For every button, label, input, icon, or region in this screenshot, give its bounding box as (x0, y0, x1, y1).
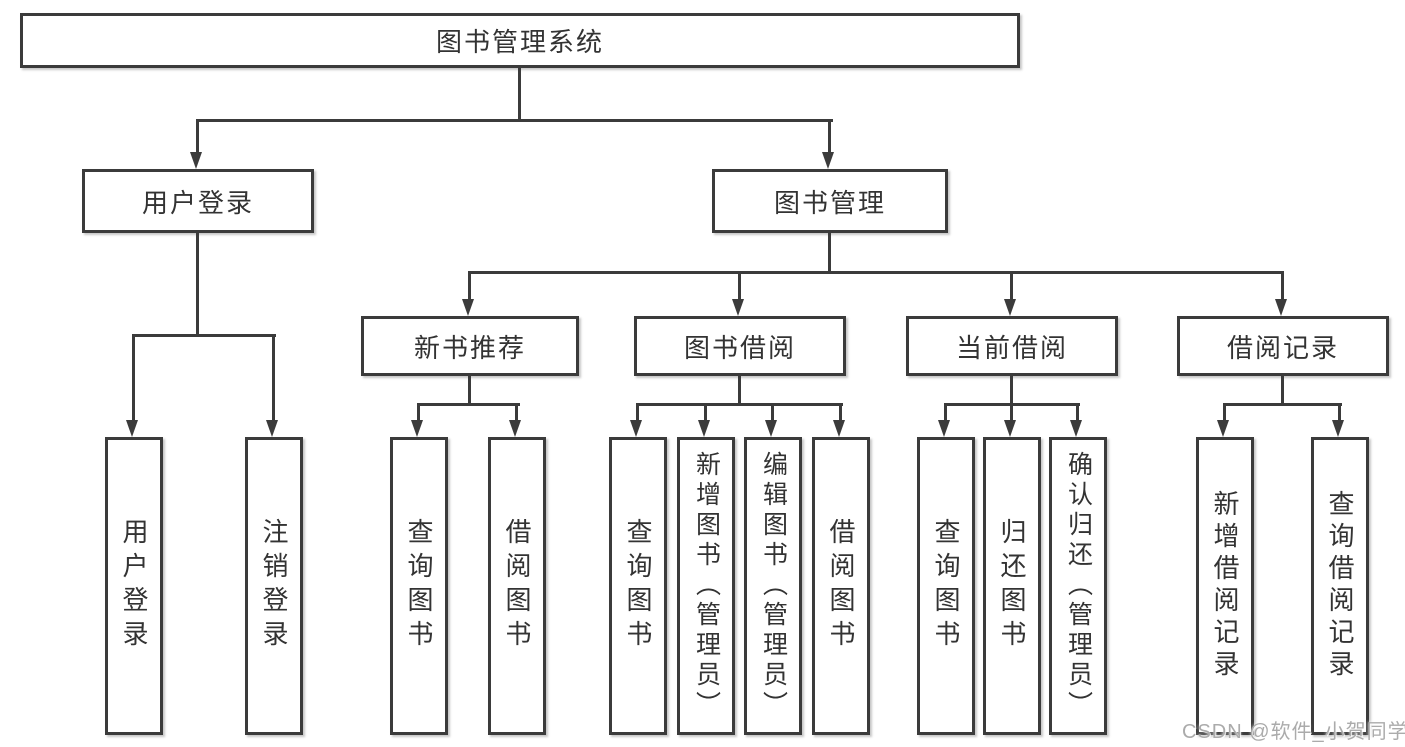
connector-user-login-drop (196, 233, 199, 336)
node-book-borrow: 图书借阅 (634, 316, 846, 376)
connector-new-book-recommend-bus (417, 403, 520, 406)
connector-stub (1338, 403, 1341, 421)
leaf-user-login-label: 用户登录 (119, 518, 149, 654)
connector-to-current-borrow (1010, 271, 1013, 300)
leaf-borrow-books-label: 借阅图书 (826, 518, 856, 654)
node-borrow-records-label: 借阅记录 (1226, 332, 1339, 363)
arrow-down-icon (509, 420, 521, 437)
arrow-down-icon (822, 152, 834, 169)
leaf-current-query-books: 查询图书 (917, 437, 975, 735)
arrow-down-icon (462, 299, 474, 316)
csdn-watermark: CSDN @软件_小贺同学 (1182, 721, 1405, 743)
node-new-book-recommend-label: 新书推荐 (413, 332, 526, 363)
leaf-query-borrow-record: 查询借阅记录 (1311, 437, 1369, 735)
connector-borrow-records-drop (1281, 376, 1284, 405)
leaf-confirm-return-admin: 确认归还（管理员） (1049, 437, 1107, 735)
arrow-down-icon (732, 299, 744, 316)
connector-stub (704, 403, 707, 421)
node-current-borrow: 当前借阅 (906, 316, 1118, 376)
connector-stub (636, 403, 639, 421)
arrow-down-icon (833, 420, 845, 437)
leaf-add-borrow-record-label: 新增借阅记录 (1210, 490, 1240, 682)
leaf-borrow-books: 借阅图书 (812, 437, 870, 735)
arrow-down-icon (765, 420, 777, 437)
connector-book-management-bus (468, 271, 1284, 274)
connector-book-borrow-drop (738, 376, 741, 405)
arrow-down-icon (938, 420, 950, 437)
leaf-confirm-return-admin-label: 确认归还（管理员） (1064, 451, 1093, 721)
leaf-recommend-query-books-label: 查询图书 (404, 518, 434, 654)
node-book-borrow-label: 图书借阅 (683, 332, 796, 363)
arrow-down-icon (126, 420, 138, 437)
arrow-down-icon (1217, 420, 1229, 437)
leaf-edit-books-admin: 编辑图书（管理员） (744, 437, 802, 735)
connector-to-user-login (196, 119, 199, 153)
connector-stub (1076, 403, 1079, 421)
connector-to-new-book-recommend (468, 271, 471, 300)
node-book-management: 图书管理 (712, 169, 948, 233)
leaf-return-books-label: 归还图书 (997, 518, 1027, 654)
arrow-down-icon (1070, 420, 1082, 437)
leaf-logout-login-label: 注销登录 (259, 518, 289, 654)
leaf-edit-books-admin-label: 编辑图书（管理员） (759, 451, 788, 721)
node-book-management-label: 图书管理 (773, 187, 886, 218)
connector-current-borrow-drop (1010, 376, 1013, 405)
arrow-down-icon (1332, 420, 1344, 437)
leaf-current-query-books-label: 查询图书 (931, 518, 961, 654)
arrow-down-icon (1004, 299, 1016, 316)
connector-stub (839, 403, 842, 421)
node-new-book-recommend: 新书推荐 (361, 316, 579, 376)
leaf-borrow-query-books: 查询图书 (609, 437, 667, 735)
arrow-down-icon (190, 152, 202, 169)
leaf-recommend-borrow-books: 借阅图书 (488, 437, 546, 735)
leaf-user-login: 用户登录 (105, 437, 163, 735)
connector-borrow-records-bus (1223, 403, 1342, 406)
arrow-down-icon (266, 420, 278, 437)
node-borrow-records: 借阅记录 (1177, 316, 1389, 376)
leaf-recommend-query-books: 查询图书 (390, 437, 448, 735)
leaf-add-books-admin-label: 新增图书（管理员） (692, 451, 721, 721)
connector-root-bus (196, 119, 833, 122)
leaf-recommend-borrow-books-label: 借阅图书 (502, 518, 532, 654)
arrow-down-icon (630, 420, 642, 437)
leaf-return-books: 归还图书 (983, 437, 1041, 735)
arrow-down-icon (698, 420, 710, 437)
arrow-down-icon (1004, 420, 1016, 437)
connector-to-borrow-records (1281, 271, 1284, 300)
arrow-down-icon (1275, 299, 1287, 316)
connector-new-book-recommend-drop (468, 376, 471, 405)
connector-user-login-bus (132, 334, 276, 337)
leaf-add-borrow-record: 新增借阅记录 (1196, 437, 1254, 735)
connector-stub (515, 403, 518, 421)
connector-to-book-borrow (738, 271, 741, 300)
leaf-borrow-query-books-label: 查询图书 (623, 518, 653, 654)
node-user-login-label: 用户登录 (141, 187, 254, 218)
connector-book-borrow-bus (636, 403, 843, 406)
connector-book-management-drop (828, 233, 831, 273)
leaf-logout-login: 注销登录 (245, 437, 303, 735)
node-root: 图书管理系统 (20, 13, 1020, 68)
connector-stub (1223, 403, 1226, 421)
arrow-down-icon (411, 420, 423, 437)
node-root-label: 图书管理系统 (435, 27, 604, 57)
connector-stub (417, 403, 420, 421)
connector-to-leaf-logout (272, 334, 275, 420)
leaf-add-books-admin: 新增图书（管理员） (677, 437, 735, 735)
node-user-login: 用户登录 (82, 169, 314, 233)
connector-stub (771, 403, 774, 421)
connector-to-book-management (828, 119, 831, 153)
connector-to-leaf-user-login (132, 334, 135, 420)
connector-root-drop (518, 68, 521, 121)
connector-stub (944, 403, 947, 421)
connector-stub (1010, 403, 1013, 421)
leaf-query-borrow-record-label: 查询借阅记录 (1325, 490, 1355, 682)
node-current-borrow-label: 当前借阅 (955, 332, 1068, 363)
